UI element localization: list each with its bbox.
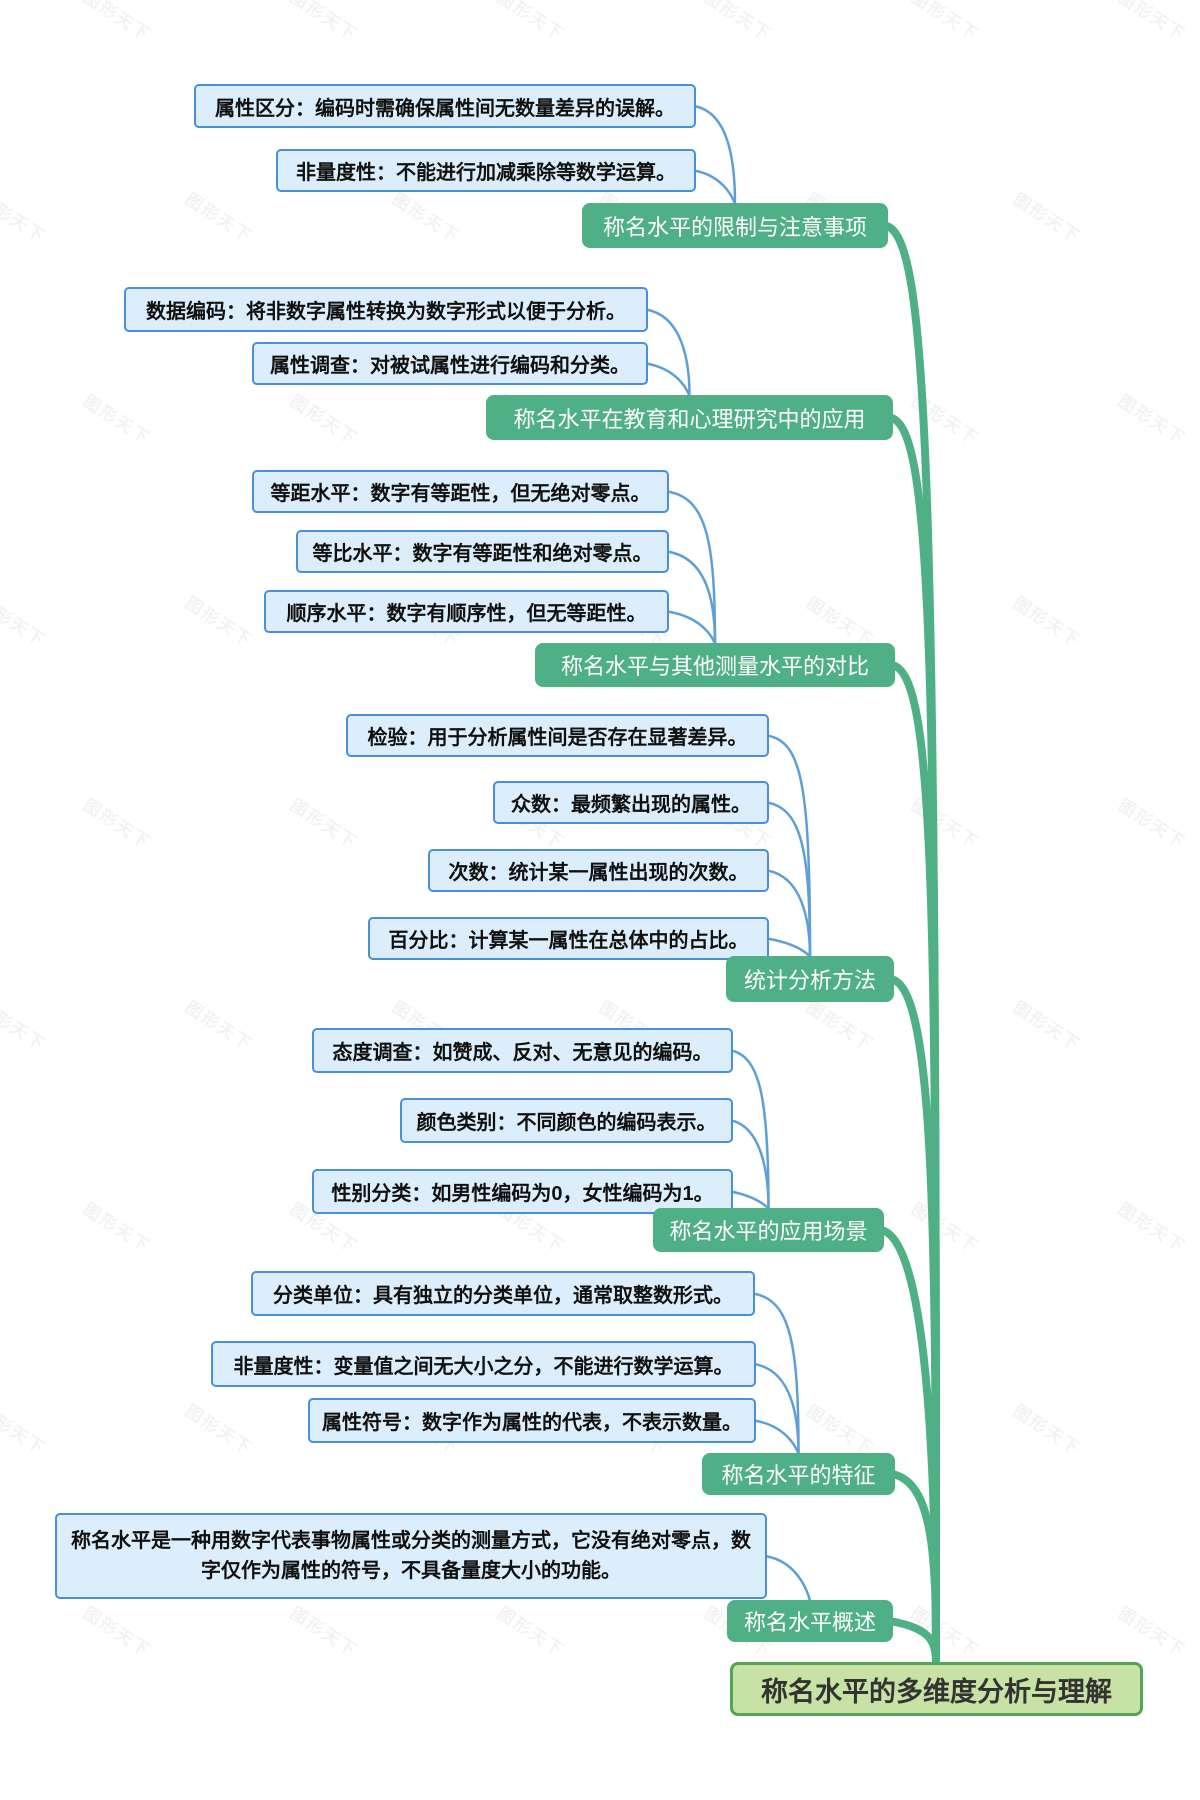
leaf-node[interactable]: 众数：最频繁出现的属性。 bbox=[493, 781, 769, 824]
leaf-node[interactable]: 顺序水平：数字有顺序性，但无等距性。 bbox=[264, 590, 669, 633]
leaf-connector-wire bbox=[644, 362, 691, 398]
leaf-node[interactable]: 数据编码：将非数字属性转换为数字形式以便于分析。 bbox=[124, 287, 648, 332]
leaf-connector-wire bbox=[729, 1119, 770, 1211]
leaf-node[interactable]: 等比水平：数字有等距性和绝对零点。 bbox=[296, 530, 669, 573]
leaf-node[interactable]: 属性区分：编码时需确保属性间无数量差异的误解。 bbox=[194, 84, 696, 128]
leaf-node[interactable]: 称名水平是一种用数字代表事物属性或分类的测量方式，它没有绝对零点，数字仅作为属性… bbox=[55, 1513, 767, 1599]
leaf-node[interactable]: 等距水平：数字有等距性，但无绝对零点。 bbox=[252, 470, 669, 513]
leaf-connector-wire bbox=[644, 308, 691, 398]
branch-trunk-wire bbox=[888, 1470, 940, 1670]
leaf-connector-wire bbox=[665, 490, 717, 646]
leaf-connector-wire bbox=[765, 937, 812, 959]
leaf-connector-wire bbox=[729, 1190, 770, 1211]
leaf-connector-wire bbox=[752, 1419, 800, 1456]
leaf-node[interactable]: 百分比：计算某一属性在总体中的占比。 bbox=[368, 917, 769, 960]
branch-node-applications-research[interactable]: 称名水平在教育和心理研究中的应用 bbox=[486, 395, 893, 440]
leaf-connector-wire bbox=[729, 1049, 770, 1211]
leaf-node[interactable]: 性别分类：如男性编码为0，女性编码为1。 bbox=[312, 1169, 733, 1214]
leaf-connector-wire bbox=[665, 550, 717, 646]
leaf-connector-wire bbox=[665, 610, 717, 646]
leaf-connector-wire bbox=[752, 1362, 800, 1456]
leaf-node[interactable]: 属性符号：数字作为属性的代表，不表示数量。 bbox=[308, 1398, 756, 1443]
leaf-connector-wire bbox=[692, 104, 737, 206]
leaf-node[interactable]: 非量度性：变量值之间无大小之分，不能进行数学运算。 bbox=[211, 1341, 756, 1387]
branch-node-statistics[interactable]: 统计分析方法 bbox=[726, 956, 894, 1002]
branch-node-overview[interactable]: 称名水平概述 bbox=[727, 1600, 893, 1642]
leaf-node[interactable]: 分类单位：具有独立的分类单位，通常取整数形式。 bbox=[251, 1271, 755, 1316]
branch-node-scenarios[interactable]: 称名水平的应用场景 bbox=[653, 1208, 884, 1252]
leaf-connector-wire bbox=[763, 1554, 812, 1603]
branch-trunk-wire bbox=[887, 975, 940, 1670]
leaf-node[interactable]: 态度调查：如赞成、反对、无意见的编码。 bbox=[312, 1028, 733, 1073]
branch-node-comparison[interactable]: 称名水平与其他测量水平的对比 bbox=[535, 643, 895, 687]
leaf-node[interactable]: 非量度性：不能进行加减乘除等数学运算。 bbox=[276, 149, 696, 192]
leaf-connector-wire bbox=[765, 801, 812, 959]
leaf-node[interactable]: 次数：统计某一属性出现的次数。 bbox=[428, 849, 769, 892]
leaf-node[interactable]: 检验：用于分析属性间是否存在显著差异。 bbox=[346, 714, 769, 757]
leaf-connector-wire bbox=[765, 869, 812, 959]
leaf-connector-wire bbox=[751, 1292, 800, 1456]
leaf-connector-wire bbox=[692, 169, 737, 206]
branch-node-limitations[interactable]: 称名水平的限制与注意事项 bbox=[582, 203, 888, 248]
leaf-node[interactable]: 颜色类别：不同颜色的编码表示。 bbox=[400, 1098, 733, 1143]
root-node[interactable]: 称名水平的多维度分析与理解 bbox=[730, 1662, 1143, 1716]
branch-node-features[interactable]: 称名水平的特征 bbox=[702, 1453, 895, 1495]
branch-trunk-wire bbox=[886, 1617, 940, 1670]
leaf-node[interactable]: 属性调查：对被试属性进行编码和分类。 bbox=[252, 342, 648, 385]
